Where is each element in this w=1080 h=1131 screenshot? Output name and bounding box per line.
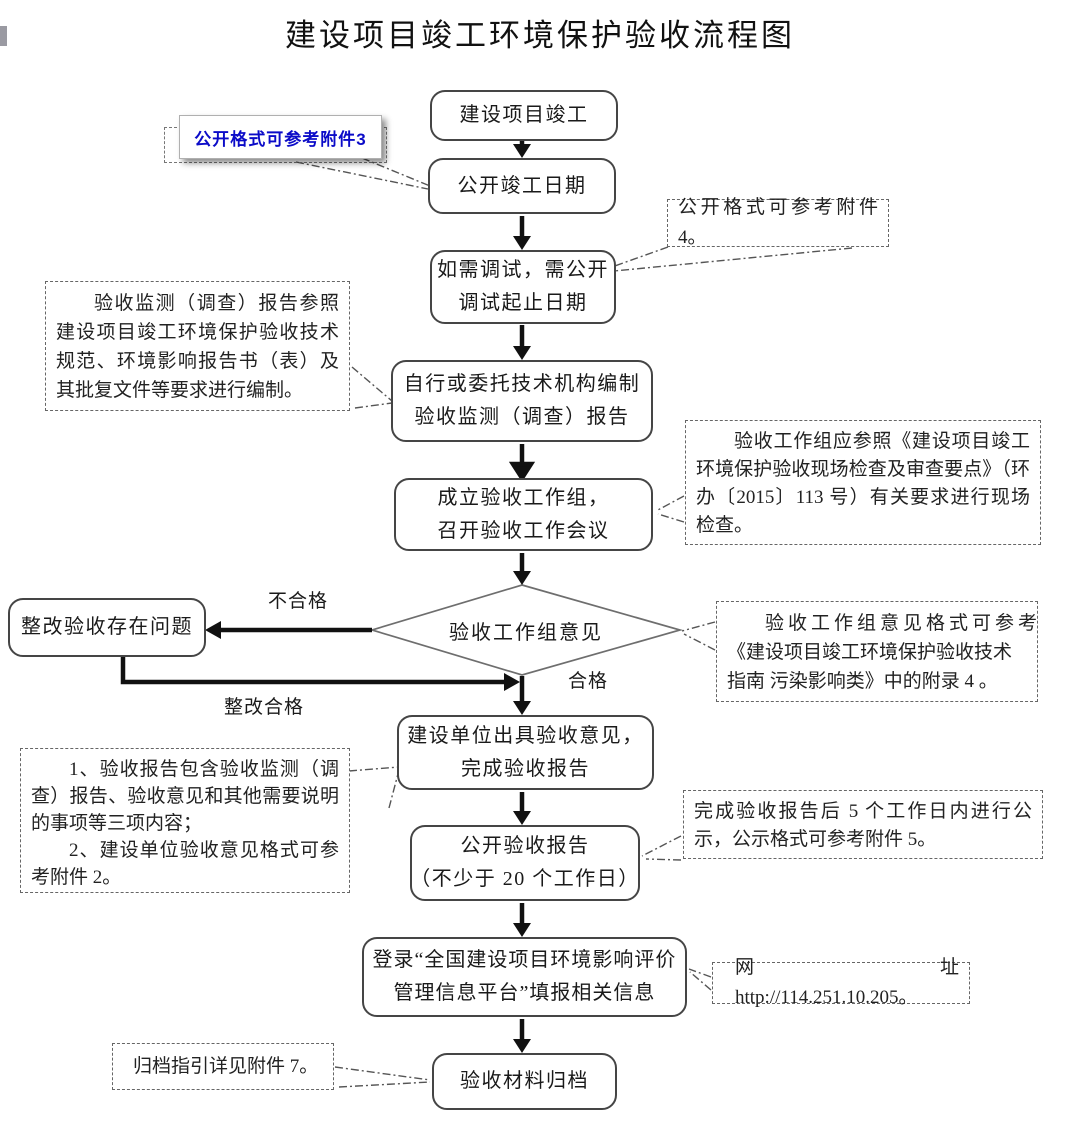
note-website: 网址 http://114.251.10.205。 bbox=[712, 957, 970, 1008]
rectified-branch-arrow bbox=[120, 657, 520, 691]
node-compile-report: 自行或委托技术机构编制 验收监测（调查）报告 bbox=[391, 360, 653, 442]
note-site-check: 验收工作组应参照《建设项目竣工环境保护验收现场检查及审查要点》（环办〔2015〕… bbox=[685, 420, 1041, 545]
page-title: 建设项目竣工环境保护验收流程图 bbox=[285, 18, 795, 53]
main-flow-arrows bbox=[508, 141, 536, 1053]
note-opinion-format: 验收工作组意见格式可参考 《建设项目竣工环境保护验收技术 指南 污染影响类》中的… bbox=[716, 601, 1038, 702]
label-pass: 合格 bbox=[568, 671, 609, 692]
node-debug-period: 如需调试，需公开 调试起止日期 bbox=[430, 250, 616, 324]
node-rectify-problems: 整改验收存在问题 bbox=[8, 598, 206, 657]
node-decision-label: 验收工作组意见 bbox=[449, 621, 603, 644]
note-attachment4: 公开格式可参考附件 4。 bbox=[667, 197, 889, 248]
label-fail: 不合格 bbox=[268, 591, 329, 612]
note-report-contents: 1、验收报告包含验收监测（调查）报告、验收意见和其他需要说明的事项等三项内容； … bbox=[20, 748, 350, 893]
node-platform-filing: 登录“全国建设项目环境影响评价 管理信息平台”填报相关信息 bbox=[362, 937, 687, 1017]
node-archive-materials: 验收材料归档 bbox=[432, 1053, 617, 1110]
node-acceptance-opinion: 建设单位出具验收意见， 完成验收报告 bbox=[397, 715, 654, 790]
scan-artifact bbox=[0, 26, 7, 46]
fail-branch-arrow bbox=[205, 621, 372, 639]
node-publish-completion-date: 公开竣工日期 bbox=[428, 158, 616, 214]
label-rectified: 整改合格 bbox=[224, 697, 305, 718]
node-project-completion: 建设项目竣工 bbox=[430, 90, 618, 141]
node-publish-report: 公开验收报告 （不少于 20 个工作日） bbox=[410, 825, 640, 901]
node-acceptance-team: 成立验收工作组， 召开验收工作会议 bbox=[394, 478, 653, 551]
note-report-basis: 验收监测（调查）报告参照建设项目竣工环境保护验收技术规范、环境影响报告书（表）及… bbox=[45, 281, 350, 411]
note-publicity: 完成验收报告后 5 个工作日内进行公示，公示格式可参考附件 5。 bbox=[683, 790, 1043, 859]
decision-diamond-shape bbox=[369, 584, 684, 676]
note-archive-guide: 归档指引详见附件 7。 bbox=[112, 1043, 334, 1090]
note-attachment3: 公开格式可参考附件3 bbox=[179, 115, 382, 159]
